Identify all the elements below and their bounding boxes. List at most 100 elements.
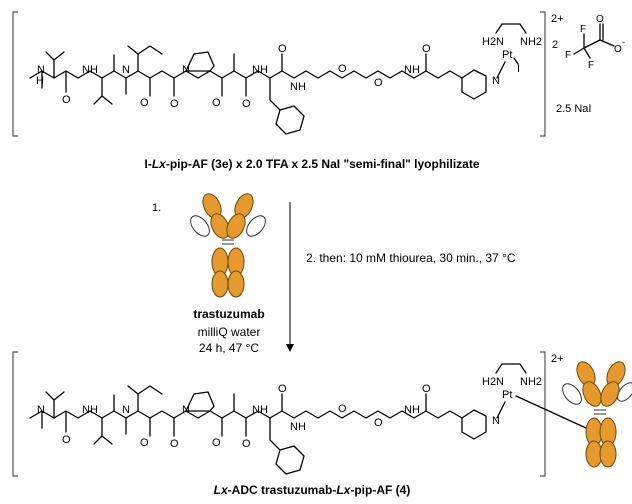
- top-atom-o-ether2: O: [374, 77, 383, 89]
- bottom-atom-n1: N: [37, 404, 45, 416]
- bottom-atom-o5: O: [278, 383, 287, 395]
- top-atom-n3: N: [122, 64, 130, 76]
- top-atom-nh5: NH: [252, 64, 268, 76]
- top-compound: 2+ N H O NH N O O N O: [12, 11, 625, 171]
- solvent-label: milliQ water: [198, 325, 261, 339]
- top-atom-nh6: NH: [290, 81, 306, 93]
- top-atom-o5: O: [278, 43, 287, 55]
- top-ethylenediamine-bond: [495, 23, 527, 34]
- bottom-atom-n3: N: [122, 404, 130, 416]
- top-atom-nh7: NH: [404, 64, 420, 76]
- bottom-atom-n-pip: N: [492, 415, 500, 427]
- bottom-atom-nh2: NH: [82, 404, 98, 416]
- top-pt-i-bond: [513, 57, 519, 65]
- tfa-co-minus-bond: [599, 39, 615, 47]
- top-pt-nh2-right: NH2: [520, 36, 542, 48]
- top-nai: 2.5 NaI: [556, 103, 591, 115]
- top-iodide: I: [517, 63, 520, 75]
- bottom-caption-mid: -ADC trastuzumab-: [228, 483, 337, 497]
- bottom-atom-o3: O: [170, 438, 179, 450]
- bottom-atom-o4: O: [242, 438, 251, 450]
- bottom-caption-italic1: Lx: [214, 483, 229, 497]
- tfa-o2: O: [614, 44, 622, 55]
- tfa-cf3-bond: [583, 47, 591, 59]
- top-atom-n-pip: N: [492, 75, 500, 87]
- tfa-count: 2: [552, 39, 558, 51]
- bottom-caption: Lx-ADC trastuzumab-Lx-pip-AF (4): [214, 483, 411, 497]
- top-charge: 2+: [551, 13, 564, 25]
- bottom-atom-nh5: NH: [252, 404, 268, 416]
- top-val1-branch-bond: [53, 51, 65, 61]
- bottom-left-bracket: [12, 351, 18, 477]
- top-pyrrolidine-ring: [185, 51, 215, 72]
- bottom-right-bracket: [540, 351, 546, 477]
- top-caption: I-Lx-pip-AF (3e) x 2.0 TFA x 2.5 NaI "se…: [144, 157, 479, 171]
- bottom-pt-nh2-left: H2N: [482, 376, 504, 388]
- reaction-arrowhead: [286, 344, 294, 352]
- top-atom-h1: H: [36, 75, 44, 87]
- top-atom-o3: O: [170, 98, 179, 110]
- reaction-arrow-group: 1. 2. then: 10 mM thiourea, 30 min., 37 …: [152, 193, 516, 355]
- top-val2-branch-bond: [101, 95, 113, 105]
- top-caption-prefix: I-: [144, 157, 151, 171]
- top-pt-n-bond: [496, 61, 506, 79]
- top-right-bracket: [540, 11, 546, 137]
- bottom-phenyl-ring: [275, 445, 305, 475]
- bottom-atom-o-ether2: O: [374, 417, 383, 429]
- bottom-atom-o-methoxy2: O: [212, 437, 221, 449]
- bottom-atom-o-methoxy1: O: [140, 437, 149, 449]
- top-caption-italic: Lx: [152, 157, 167, 171]
- bottom-pt-label: Pt: [502, 389, 512, 401]
- bottom-benzyl-bond: [269, 417, 281, 451]
- top-atom-o4: O: [242, 98, 251, 110]
- tfa-f3: F: [588, 60, 594, 71]
- tfa-cc-bond: [583, 39, 601, 49]
- top-piperidine-ring: [461, 69, 487, 100]
- top-val2-sidechain-bond: [93, 77, 103, 105]
- top-ile-methyl-bond: [127, 45, 139, 55]
- bottom-ile-sidechain-bond: [137, 385, 163, 412]
- top-atom-o6: O: [422, 43, 431, 55]
- bottom-pt-nh2-right: NH2: [520, 376, 542, 388]
- conditions-label: 24 h, 47 °C: [199, 341, 260, 355]
- top-pt-label: Pt: [502, 49, 512, 61]
- bottom-piperidine-ring: [461, 409, 487, 440]
- top-atom-nh2: NH: [82, 64, 98, 76]
- bottom-ile-methyl-bond: [127, 385, 139, 395]
- bottom-atom-o-ether1: O: [338, 403, 347, 415]
- bottom-caption-italic2: Lx: [336, 483, 351, 497]
- top-atom-n1: N: [37, 64, 45, 76]
- antibody-label: trastuzumab: [193, 307, 264, 321]
- top-atom-o-methoxy1: O: [140, 97, 149, 109]
- bottom-ethylenediamine-bond: [495, 363, 527, 374]
- top-phenyl-ring: [275, 105, 305, 135]
- top-ile-sidechain-bond: [137, 45, 163, 72]
- top-caption-rest: -pip-AF (3e) x 2.0 TFA x 2.5 NaI "semi-f…: [166, 157, 480, 171]
- tfa-cf2-bond: [573, 47, 585, 55]
- bottom-charge: 2+: [551, 353, 564, 365]
- bottom-pyrrolidine-ring: [185, 391, 215, 412]
- bottom-val1-branch-bond: [53, 391, 65, 401]
- bottom-atom-o1: O: [62, 434, 71, 446]
- top-pt-nh2-left: H2N: [482, 36, 504, 48]
- bottom-compound: 2+ N O NH N O O N O O NH O NH O O NH: [12, 351, 632, 497]
- bottom-atom-nh7: NH: [404, 404, 420, 416]
- step1-label: 1.: [152, 202, 161, 214]
- top-benzyl-bond: [269, 77, 281, 111]
- top-atom-o-carbonyl: O: [62, 94, 71, 106]
- tfa-o1: O: [596, 14, 604, 25]
- bottom-atom-o6: O: [422, 383, 431, 395]
- tfa-structure: F F F O O -: [565, 14, 625, 71]
- step2-label: 2. then: 10 mM thiourea, 30 min., 37 °C: [306, 251, 516, 265]
- tfa-o-minus: -: [622, 37, 625, 47]
- bottom-caption-rest: -pip-AF (4): [350, 483, 410, 497]
- bottom-pt-n-bond: [496, 401, 506, 419]
- conjugated-antibody-icon: [562, 361, 632, 468]
- antibody-icon: [190, 193, 266, 298]
- tfa-f2: F: [565, 50, 571, 61]
- bottom-val2-sidechain-bond: [93, 417, 103, 445]
- top-left-bracket: [12, 11, 18, 137]
- bottom-val2-branch-bond: [101, 435, 113, 445]
- top-atom-o-methoxy2: O: [212, 97, 221, 109]
